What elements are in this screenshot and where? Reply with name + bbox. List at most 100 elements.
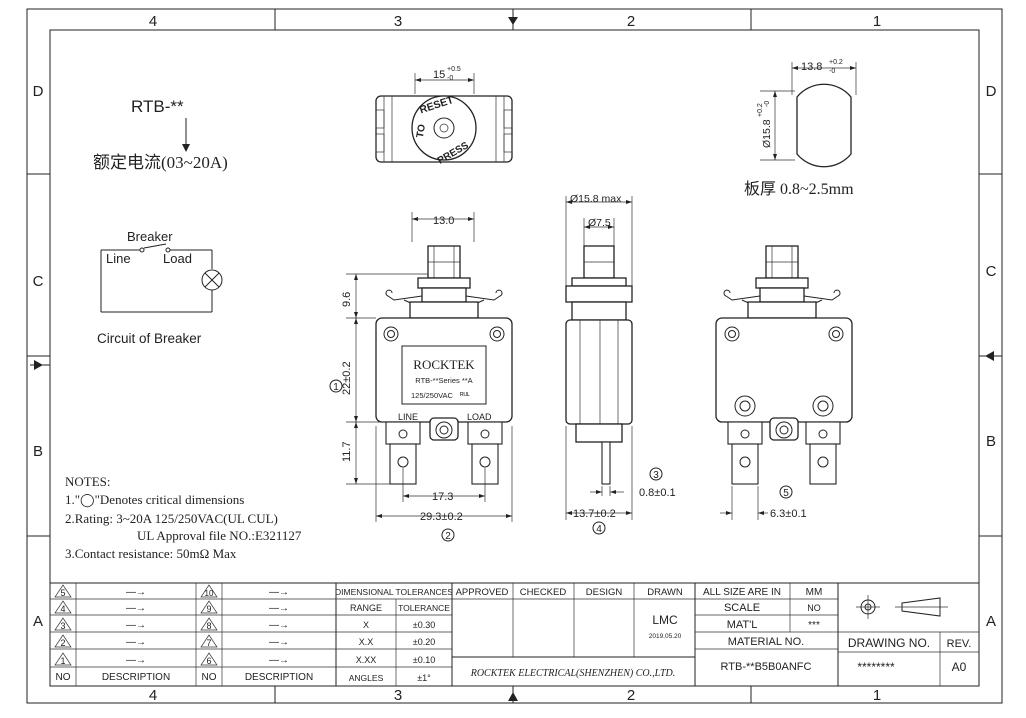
col-label-top-4: 4 <box>149 13 157 30</box>
marker-5-circle <box>779 485 793 499</box>
rear-bottom-dim: 6.3±0.1 <box>770 508 807 520</box>
rev-marker-left-4: 4 <box>60 604 65 614</box>
front-left-upper-dim: 9.6 <box>341 292 353 307</box>
tol-value-2: ±0.20 <box>413 637 435 647</box>
notes-heading: NOTES: <box>65 474 111 489</box>
front-label <box>401 345 487 405</box>
front-view: 13.0 ROCKTEK RTB-**Series **A 125/250VAC… <box>329 212 513 542</box>
row-label-left-a: A <box>33 613 43 630</box>
col-label-bottom-1: 1 <box>873 687 881 704</box>
to-text: TO <box>415 123 428 139</box>
top-view-width-dim: 15 <box>433 69 445 81</box>
rev-marker-left-5: 5 <box>60 588 65 598</box>
drawing-no-value: ******** <box>857 660 895 674</box>
tol-range-1: X <box>363 620 369 630</box>
tolerance-label: TOLERANCE <box>398 603 450 613</box>
rev-arrow: —→ <box>126 587 146 598</box>
rev-markers-left: 5 4 3 2 1 <box>54 584 72 666</box>
cutout-diameter-tol-minus: -0 <box>764 101 771 107</box>
all-size-label: ALL SIZE ARE IN <box>703 587 781 598</box>
top-view-width-tol-plus: +0.5 <box>447 66 461 73</box>
col-label-top-1: 1 <box>873 13 881 30</box>
rev-arrow: —→ <box>269 603 289 614</box>
rev-arrows-right: —→ —→ —→ —→ —→ <box>269 587 289 666</box>
front-brand: ROCKTEK <box>413 357 475 372</box>
scale-label: SCALE <box>724 602 760 614</box>
row-label-right-d: D <box>986 83 997 100</box>
rev-no-label-right: NO <box>202 672 217 683</box>
tolerances-heading: DIMENSIONAL TOLERANCES <box>335 587 453 597</box>
circuit-line-label: Line <box>106 251 131 266</box>
matl-label: MAT'L <box>727 619 758 631</box>
tol-value-3: ±0.10 <box>413 655 435 665</box>
cutout-width-tol-plus: +0.2 <box>829 59 843 66</box>
panel-thickness-label: 板厚 0.8~2.5mm <box>744 180 854 198</box>
drawn-date: 2019.05.20 <box>649 633 682 640</box>
side-inner-dia-dim: Ø7.5 <box>588 217 611 229</box>
rev-arrow: —→ <box>269 637 289 648</box>
marker-4: 4 <box>596 524 602 535</box>
tol-range-2: X.X <box>359 637 374 647</box>
row-label-left-c: C <box>33 273 44 290</box>
rev-value: A0 <box>952 660 967 674</box>
row-label-left-d: D <box>33 83 44 100</box>
rev-arrow: —→ <box>269 655 289 666</box>
approved-label: APPROVED <box>456 587 509 598</box>
row-label-left-b: B <box>33 443 43 460</box>
marker-4-circle <box>592 521 606 535</box>
circuit-breaker-label: Breaker <box>127 229 173 244</box>
notes-line-4: 3.Contact resistance: 50mΩ Max <box>65 546 237 561</box>
row-label-right-a: A <box>986 613 996 630</box>
side-view: Ø15.8 max Ø7.5 0.8±0.1 3 13.7±0.2 <box>565 193 676 535</box>
model-code-group: RTB-** 额定电流(03~20A) <box>93 97 228 172</box>
rev-markers-right: 10 9 8 7 6 <box>200 584 218 666</box>
cutout-width-dim: 13.8 <box>801 61 822 73</box>
col-label-top-2: 2 <box>627 13 635 30</box>
projection-symbol-icon <box>856 595 948 619</box>
marker-2-circle <box>441 528 455 542</box>
notes-line-1: 1."◯"Denotes critical dimensions <box>65 492 244 508</box>
drawing-no-label: DRAWING NO. <box>848 636 930 650</box>
company-name: ROCKTEK ELECTRICAL(SHENZHEN) CO.,LTD. <box>470 668 676 679</box>
front-load-label: LOAD <box>467 412 492 422</box>
col-label-bottom-4: 4 <box>149 687 157 704</box>
cutout-width-tol-minus: -0 <box>829 68 835 75</box>
tol-value-1: ±0.30 <box>413 620 435 630</box>
matl-value: *** <box>808 620 820 631</box>
rev-marker-left-2: 2 <box>60 638 65 648</box>
front-left-lower-dim: 11.7 <box>341 441 353 462</box>
drawn-label: DRAWN <box>647 587 683 598</box>
marker-1: 1 <box>333 382 339 393</box>
rev-marker-right-6: 6 <box>206 656 211 666</box>
front-bottom-inner-dim: 17.3 <box>432 491 453 503</box>
side-thickness-dim: 0.8±0.1 <box>639 487 676 499</box>
marker-3-circle <box>649 467 663 481</box>
rev-marker-right-10: 10 <box>205 589 214 598</box>
rev-label: REV. <box>947 638 972 650</box>
all-size-value: MM <box>806 587 823 598</box>
rev-arrow: —→ <box>269 620 289 631</box>
cutout-shape <box>796 83 852 168</box>
range-label: RANGE <box>350 603 382 613</box>
rev-arrows-left: —→ —→ —→ —→ —→ <box>126 587 146 666</box>
marker-5: 5 <box>783 488 789 499</box>
notes: NOTES: 1."◯"Denotes critical dimensions … <box>65 474 302 561</box>
col-label-bottom-2: 2 <box>627 687 635 704</box>
front-left-mid-dim: 22±0.2 <box>341 361 353 395</box>
circuit-caption: Circuit of Breaker <box>97 331 202 346</box>
front-bottom-outer-dim: 29.3±0.2 <box>420 511 463 523</box>
rev-arrow: —→ <box>126 603 146 614</box>
marker-1-circle <box>329 379 343 393</box>
top-center-arrow <box>508 17 518 25</box>
rear-body <box>715 317 853 423</box>
reset-button-ring <box>411 95 477 161</box>
title-block: 5 4 3 2 1 —→ —→ —→ —→ —→ 10 9 8 7 <box>49 582 980 687</box>
rev-arrow: —→ <box>126 655 146 666</box>
front-series: RTB-**Series **A <box>415 376 472 385</box>
front-voltage: 125/250VAC <box>411 391 454 400</box>
front-ul-mark: ᴿᵁᴸ <box>460 391 470 400</box>
marker-2: 2 <box>445 531 451 542</box>
rev-arrow: —→ <box>126 637 146 648</box>
